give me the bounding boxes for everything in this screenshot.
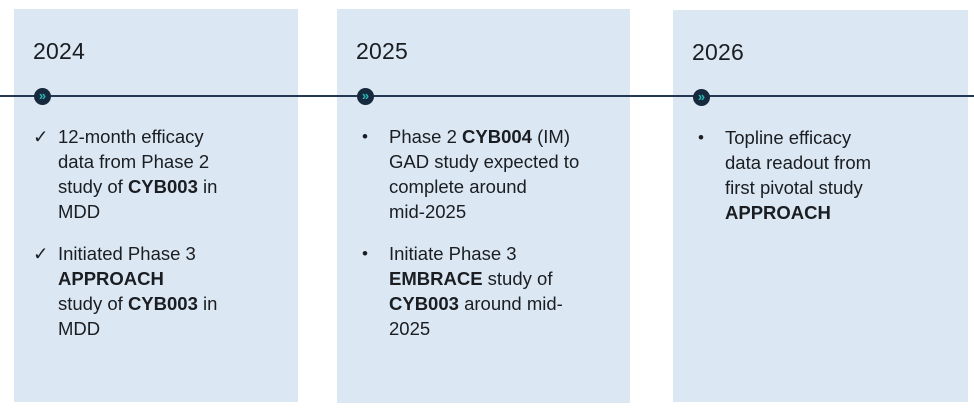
milestone-list: ✓ 12-month efficacy data from Phase 2 stu… xyxy=(33,124,288,341)
milestone-list: • Topline efficacy data readout from firs… xyxy=(698,125,958,225)
chevron-double-right-icon: » xyxy=(38,88,47,103)
chevron-double-right-icon: » xyxy=(361,88,370,103)
timeline-card-2024: 2024 » ✓ 12-month efficacy data from Phas… xyxy=(14,9,298,402)
timeline-item-text: Phase 2 CYB004 (IM) GAD study expected t… xyxy=(389,126,580,222)
year-label: 2026 xyxy=(692,39,744,65)
timeline-item: • Topline efficacy data readout from firs… xyxy=(698,125,958,225)
bullet-dot-icon: • xyxy=(698,128,704,147)
timeline-marker: » xyxy=(693,89,710,106)
year-label: 2025 xyxy=(356,38,408,64)
timeline-item-text: Initiate Phase 3 EMBRACE study of CYB003… xyxy=(389,243,563,339)
chevron-double-right-icon: » xyxy=(697,89,706,104)
timeline-card-2025: 2025 » • Phase 2 CYB004 (IM) GAD study ex… xyxy=(337,9,630,403)
timeline-item: ✓ Initiated Phase 3 APPROACH study of CYB… xyxy=(33,241,288,341)
bullet-dot-icon: • xyxy=(362,127,368,146)
timeline-item: ✓ 12-month efficacy data from Phase 2 stu… xyxy=(33,124,288,224)
milestone-list: • Phase 2 CYB004 (IM) GAD study expected … xyxy=(362,124,620,341)
timeline-marker: » xyxy=(34,88,51,105)
timeline-axis-line xyxy=(0,95,974,97)
year-label: 2024 xyxy=(33,38,85,64)
check-icon: ✓ xyxy=(33,126,49,147)
timeline-card-2026: 2026 » • Topline efficacy data readout fr… xyxy=(673,10,968,402)
timeline-item-text: Initiated Phase 3 APPROACH study of CYB0… xyxy=(58,243,218,339)
timeline-item-text: Topline efficacy data readout from first… xyxy=(725,127,872,223)
timeline-item-text: 12-month efficacy data from Phase 2 stud… xyxy=(58,126,218,222)
timeline-item: • Initiate Phase 3 EMBRACE study of CYB00… xyxy=(362,241,620,341)
timeline-marker: » xyxy=(357,88,374,105)
timeline-item: • Phase 2 CYB004 (IM) GAD study expected … xyxy=(362,124,620,224)
bullet-dot-icon: • xyxy=(362,244,368,263)
check-icon: ✓ xyxy=(33,243,49,264)
